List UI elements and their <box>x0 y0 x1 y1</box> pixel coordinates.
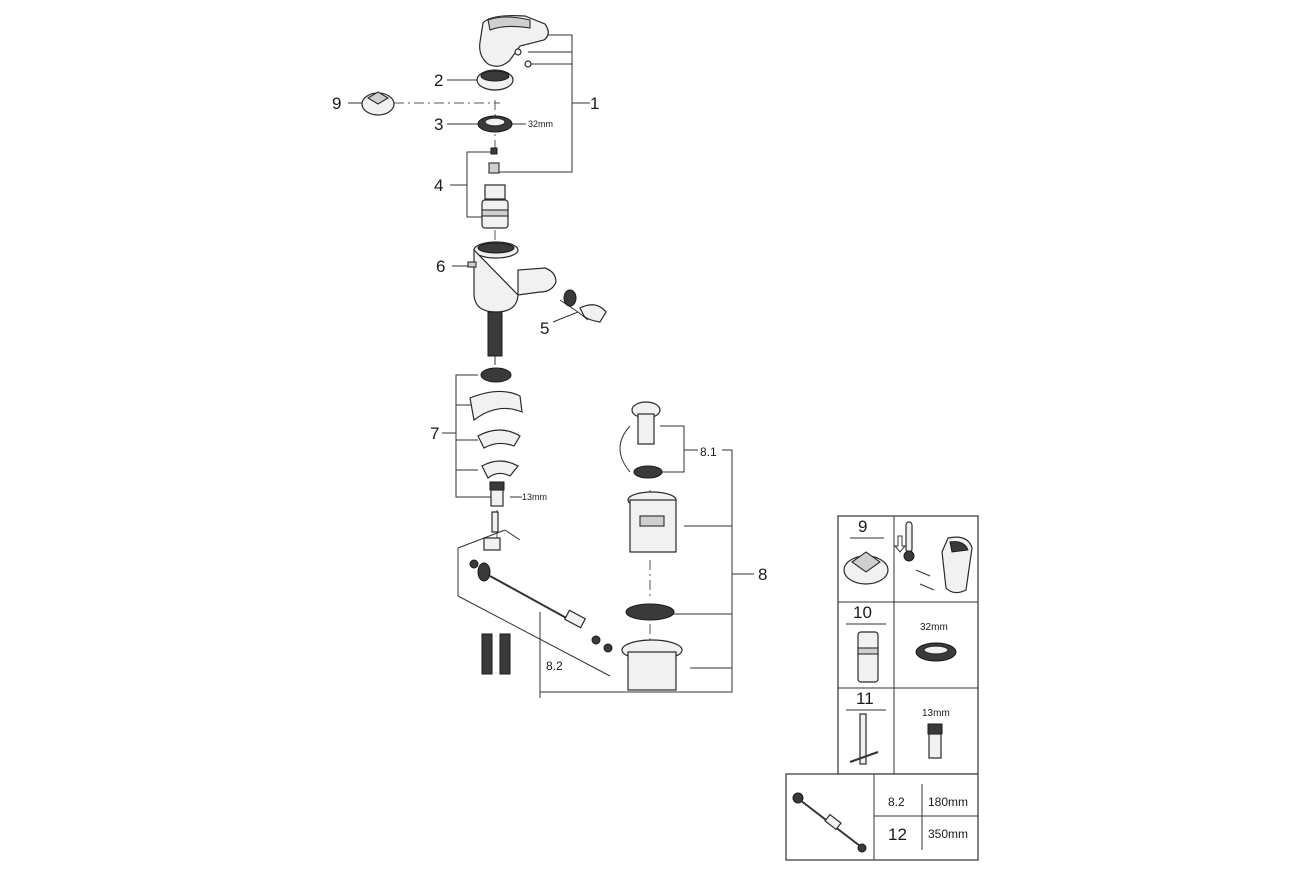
part-flex-hose <box>481 633 511 675</box>
part-waste-body <box>621 491 683 691</box>
callout-8-1: 8.1 <box>700 445 717 459</box>
callout-5: 5 <box>540 319 549 338</box>
cartridge-icon <box>857 631 879 683</box>
part-body <box>467 241 557 313</box>
table-cell-11: 11 <box>856 689 874 708</box>
part-cartridge <box>481 147 509 229</box>
cap-icon <box>843 551 889 585</box>
leader-lines <box>348 34 754 698</box>
callout-8-2: 8.2 <box>546 659 563 673</box>
table-cell-10-dimension: 32mm <box>920 622 948 633</box>
thermometer-icon <box>893 521 915 562</box>
part-threaded-pin <box>487 311 503 365</box>
part-nozzle <box>563 289 607 323</box>
part-waste-plug <box>631 401 663 479</box>
table-row-8-2-length: 180mm <box>928 795 968 809</box>
table-row-12-label: 12 <box>888 825 907 844</box>
callout-2: 2 <box>434 71 443 90</box>
dimension-32mm: 32mm <box>528 119 553 129</box>
part-fixing-set <box>469 367 523 507</box>
callout-6: 6 <box>436 257 445 276</box>
table-row-12-length: 350mm <box>928 827 968 841</box>
dimension-13mm: 13mm <box>522 492 547 502</box>
callout-1: 1 <box>590 94 599 113</box>
part-pull-rod-assembly <box>469 511 613 653</box>
table-cell-10: 10 <box>853 603 872 622</box>
callouts: 1 2 3 4 5 6 7 8 9 8.1 8.2 32mm 13mm <box>332 71 767 673</box>
tool-key-icon <box>849 713 879 765</box>
part-cartridge-nut <box>477 115 513 133</box>
part-lever-handle <box>479 15 549 68</box>
part-cover-ring <box>476 69 514 91</box>
callout-9: 9 <box>332 94 341 113</box>
callout-4: 4 <box>434 176 443 195</box>
table-cell-11-dimension: 13mm <box>922 708 950 719</box>
callout-3: 3 <box>434 115 443 134</box>
callout-7: 7 <box>430 424 439 443</box>
spare-parts-table: 9 10 32mm 11 <box>785 515 979 861</box>
part-cap-9 <box>361 91 395 116</box>
callout-8: 8 <box>758 565 767 584</box>
lever-handle-icon <box>915 536 973 594</box>
table-cell-9: 9 <box>858 517 867 536</box>
pull-rod-icon <box>792 792 867 853</box>
nut-icon <box>915 642 957 662</box>
table-row-8-2-label: 8.2 <box>888 795 905 809</box>
fixing-bolt-icon <box>927 723 943 759</box>
